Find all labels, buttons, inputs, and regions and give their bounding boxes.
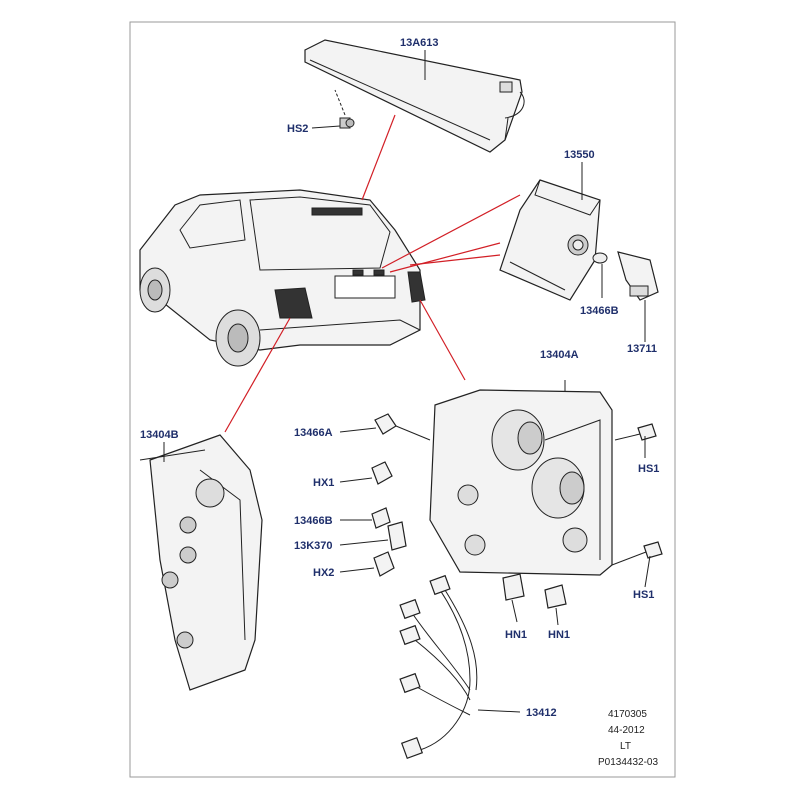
label-hn1-b: HN1 — [548, 629, 570, 641]
label-hs2: HS2 — [287, 123, 308, 135]
leader-lines — [224, 114, 521, 433]
bulb-13466b-top — [592, 252, 608, 264]
bulb-13466b-mid — [371, 507, 391, 529]
wiring-harness-13412 — [399, 574, 521, 760]
label-hx1: HX1 — [313, 477, 334, 489]
high-mount-stop-lamp — [304, 39, 525, 153]
reference-line-4: P0134432-03 — [598, 757, 658, 768]
label-hs1-top: HS1 — [638, 463, 659, 475]
label-13k370: 13K370 — [294, 540, 333, 552]
label-leader-lines — [163, 50, 651, 626]
label-13404b: 13404B — [140, 429, 179, 441]
label-hn1-a: HN1 — [505, 629, 527, 641]
label-hx2: HX2 — [313, 567, 334, 579]
bulb-13466a — [374, 413, 431, 441]
licence-plate-lamp — [499, 179, 659, 301]
tail-lamp-left-13404b — [139, 434, 263, 691]
vehicle-rear-view — [139, 189, 426, 367]
reference-line-3: LT — [620, 741, 631, 752]
holder-hx2 — [373, 551, 395, 577]
screw-hs2 — [334, 89, 355, 129]
label-13711: 13711 — [627, 343, 657, 355]
label-13466b-top: 13466B — [580, 305, 619, 317]
screw-hs1-bottom — [611, 541, 663, 566]
nut-hn1-b — [544, 584, 567, 609]
label-13a613: 13A613 — [400, 37, 439, 49]
reference-line-1: 4170305 — [608, 709, 647, 720]
bulb-13k370 — [387, 521, 407, 551]
label-13550: 13550 — [564, 149, 595, 161]
label-13466b-mid: 13466B — [294, 515, 333, 527]
label-13466a: 13466A — [294, 427, 333, 439]
tail-lamp-right-13404a — [429, 380, 613, 576]
screw-hs1-top — [614, 423, 657, 441]
holder-hx1 — [371, 461, 393, 485]
nut-hn1-a — [502, 573, 525, 601]
label-hs1-bottom: HS1 — [633, 589, 654, 601]
lamp-connector — [499, 81, 513, 93]
reference-line-2: 44-2012 — [608, 725, 645, 736]
label-13404a: 13404A — [540, 349, 579, 361]
label-13412: 13412 — [526, 707, 557, 719]
